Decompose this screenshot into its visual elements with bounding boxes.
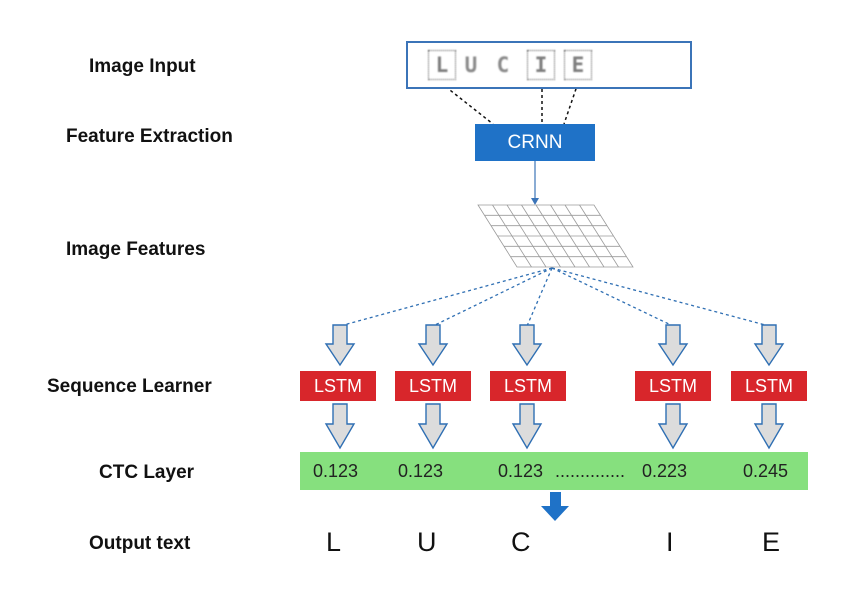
output-letter: U	[417, 527, 437, 557]
label-feature-extraction: Feature Extraction	[66, 126, 233, 147]
input-char: U	[464, 53, 478, 77]
down-arrow-icon	[324, 403, 356, 450]
ctc-value: 0.123	[313, 461, 359, 481]
ctc-ellipsis: ..............	[555, 461, 626, 481]
down-arrow-icon	[753, 324, 785, 367]
down-arrow-icon	[753, 403, 785, 450]
label-image-input: Image Input	[89, 56, 196, 77]
ctc-bar	[300, 452, 808, 490]
crnn-box: CRNN	[475, 124, 595, 161]
image-input-box: L U C I E	[406, 41, 692, 89]
label-ctc-layer: CTC Layer	[99, 462, 195, 483]
label-output-text: Output text	[89, 533, 191, 554]
ctc-value: 0.223	[642, 461, 688, 481]
down-arrow-icon	[417, 403, 449, 450]
fanout-lines	[339, 267, 770, 327]
arrowhead-features	[531, 198, 539, 205]
down-arrow-icon	[657, 324, 689, 367]
label-sequence-learner: Sequence Learner	[47, 376, 212, 397]
feature-grid	[477, 204, 634, 268]
ctc-value: 0.123	[398, 461, 444, 481]
lstm-box: LSTM	[395, 371, 471, 401]
connector-char-e	[563, 82, 579, 125]
lstm-box: LSTM	[731, 371, 807, 401]
label-image-features: Image Features	[66, 239, 206, 260]
down-arrow-icon	[511, 403, 543, 450]
input-char-cell: L	[428, 50, 456, 80]
arrows-below-lstm	[324, 403, 785, 450]
output-letter: E	[762, 527, 781, 557]
down-arrow-icon	[657, 403, 689, 450]
input-char-cell: E	[564, 50, 592, 80]
output-arrow-icon	[541, 492, 569, 521]
output-letter: I	[666, 527, 674, 557]
down-arrow-icon	[324, 324, 356, 367]
down-arrow-icon	[417, 324, 449, 367]
input-char: C	[496, 53, 510, 77]
output-letter: L	[326, 527, 342, 557]
arrows-above-lstm	[324, 324, 785, 367]
lstm-box: LSTM	[490, 371, 566, 401]
output-letter: C	[511, 527, 531, 557]
down-arrow-icon	[511, 324, 543, 367]
input-char-cell: I	[527, 50, 555, 80]
connector-char-l	[440, 82, 494, 125]
lstm-box: LSTM	[635, 371, 711, 401]
ctc-value: 0.123	[498, 461, 544, 481]
lstm-box: LSTM	[300, 371, 376, 401]
ctc-value: 0.245	[743, 461, 789, 481]
